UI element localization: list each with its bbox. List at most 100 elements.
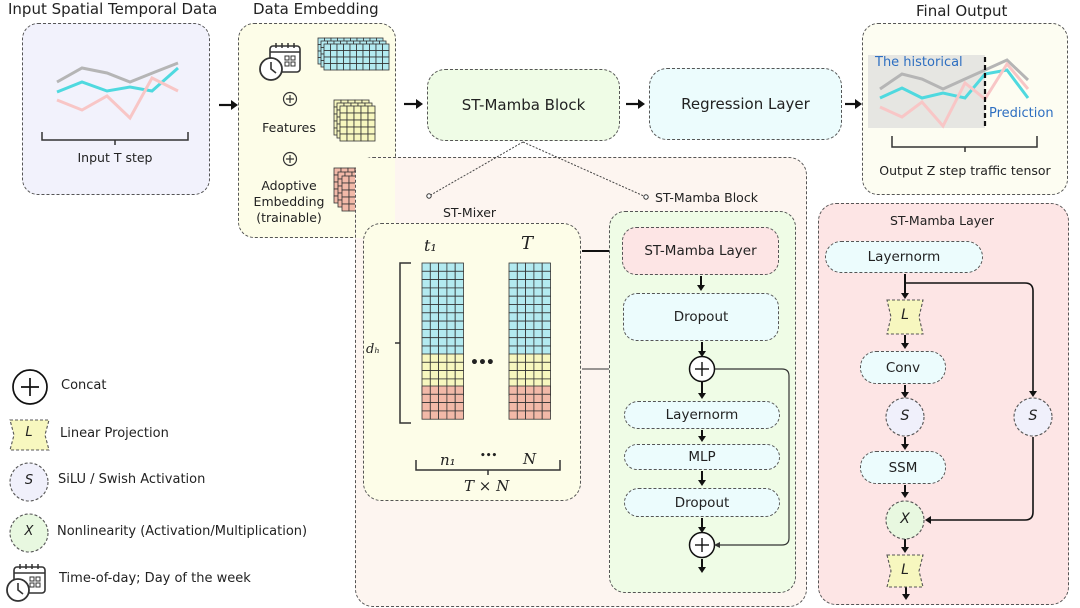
- calendar-clock-icon: [6, 564, 46, 602]
- layer-layernorm-node[interactable]: Layernorm: [825, 241, 983, 273]
- legend-time-of-day: Time-of-day; Day of the week: [59, 571, 251, 586]
- layer-layernorm-label: Layernorm: [867, 249, 941, 265]
- cyan-tensor-layer: [323, 43, 390, 71]
- calendar-clock-icon: [259, 43, 301, 81]
- dropout-label-2: Dropout: [674, 494, 730, 511]
- t1-label: t₁: [424, 236, 437, 255]
- dh-label: dₕ: [366, 342, 380, 357]
- linear-in-symbol: L: [901, 307, 909, 323]
- embedding-title: Data Embedding: [253, 0, 379, 18]
- legend-nonlinearity: Nonlinearity (Activation/Multiplication): [57, 524, 308, 539]
- concat-icon: [282, 91, 298, 107]
- concat-icon: [688, 355, 716, 383]
- concat-icon: [282, 151, 298, 167]
- linear-projection-icon: [9, 419, 50, 451]
- output-title: Final Output: [916, 2, 1008, 20]
- output-caption: Output Z step traffic tensor: [879, 163, 1051, 178]
- ssm-node[interactable]: SSM: [860, 451, 946, 484]
- input-series-gray: [56, 61, 179, 84]
- adaptive-embedding-label: Adoptive Embedding (trainable): [250, 178, 328, 226]
- input-series-cyan: [56, 66, 179, 94]
- regression-layer-label: Regression Layer: [681, 95, 810, 113]
- input-series-pink: [56, 76, 179, 121]
- layer-detail-title: ST-Mamba Layer: [890, 213, 994, 228]
- residual-line-block: [715, 368, 790, 546]
- n1-label: n₁: [440, 451, 456, 469]
- dropout-node-2[interactable]: Dropout: [624, 488, 780, 517]
- skip-branch-line: [905, 282, 1034, 392]
- legend-linear-projection: Linear Projection: [60, 426, 169, 441]
- mixer-column-pink: [421, 385, 464, 420]
- n-ellipsis: •••: [480, 451, 498, 461]
- adaptive-label-line2: Embedding: [253, 194, 325, 209]
- features-label: Features: [262, 120, 316, 135]
- silu-left-symbol: S: [900, 408, 910, 424]
- columns-ellipsis: •••: [470, 355, 495, 371]
- concat-icon: [12, 369, 48, 405]
- T-label: T: [521, 233, 534, 254]
- ssm-label: SSM: [888, 459, 918, 476]
- silu-icon: [1013, 397, 1053, 437]
- linear-projection-icon: [886, 554, 924, 588]
- layernorm-node[interactable]: Layernorm: [624, 401, 780, 429]
- dropout-node-1[interactable]: Dropout: [623, 293, 779, 341]
- adaptive-label-line1: Adoptive: [261, 178, 317, 193]
- output-series-gray: [879, 58, 1030, 91]
- layernorm-label: Layernorm: [665, 407, 739, 423]
- output-series-pink: [879, 61, 1030, 129]
- linear-out-symbol: L: [901, 562, 909, 578]
- adaptive-label-line3: (trainable): [256, 210, 322, 225]
- st-mamba-block-label: ST-Mamba Block: [461, 96, 586, 114]
- mixer-column-yellow: [421, 353, 464, 396]
- mult-symbol: X: [900, 511, 910, 527]
- mixer-column-cyan: [508, 262, 551, 355]
- concat-icon: [688, 531, 716, 559]
- st-mamba-block-node[interactable]: ST-Mamba Block: [427, 69, 620, 141]
- prediction-label: Prediction: [989, 106, 1054, 121]
- nonlinearity-icon: [885, 500, 925, 540]
- gate-line: [930, 437, 1034, 521]
- dropout-label-1: Dropout: [673, 309, 729, 325]
- mlp-label: MLP: [688, 449, 716, 465]
- historical-label: The historical: [875, 55, 963, 70]
- regression-layer-node[interactable]: Regression Layer: [649, 68, 842, 140]
- legend-S-symbol: S: [24, 473, 34, 488]
- mlp-node[interactable]: MLP: [624, 444, 780, 470]
- silu-icon: [9, 462, 49, 502]
- T-times-N-label: T × N: [464, 477, 510, 495]
- input-panel: [22, 23, 210, 195]
- output-bracket: [891, 136, 1038, 152]
- silu-icon: [885, 397, 925, 437]
- input-bracket: [41, 132, 189, 145]
- legend-concat: Concat: [61, 378, 107, 393]
- historical-region: [868, 55, 985, 128]
- N-label: N: [523, 450, 537, 468]
- mixer-column-pink: [508, 385, 551, 420]
- st-mamba-layer-node[interactable]: ST-Mamba Layer: [622, 227, 779, 275]
- conv-node[interactable]: Conv: [860, 351, 946, 384]
- mixer-title: ST-Mixer: [443, 205, 497, 220]
- input-caption: Input T step: [77, 150, 153, 165]
- silu-right-symbol: S: [1028, 408, 1038, 424]
- mixer-column-cyan: [421, 262, 464, 355]
- feature-tensor-layer: [339, 105, 376, 142]
- conv-label: Conv: [885, 359, 921, 376]
- input-title: Input Spatial Temporal Data: [8, 0, 218, 18]
- nonlinearity-icon: [9, 513, 49, 553]
- legend-X-symbol: X: [24, 524, 34, 539]
- block-detail-title: ST-Mamba Block: [655, 190, 758, 205]
- st-mamba-layer-label: ST-Mamba Layer: [644, 243, 757, 259]
- legend-silu: SiLU / Swish Activation: [58, 472, 206, 487]
